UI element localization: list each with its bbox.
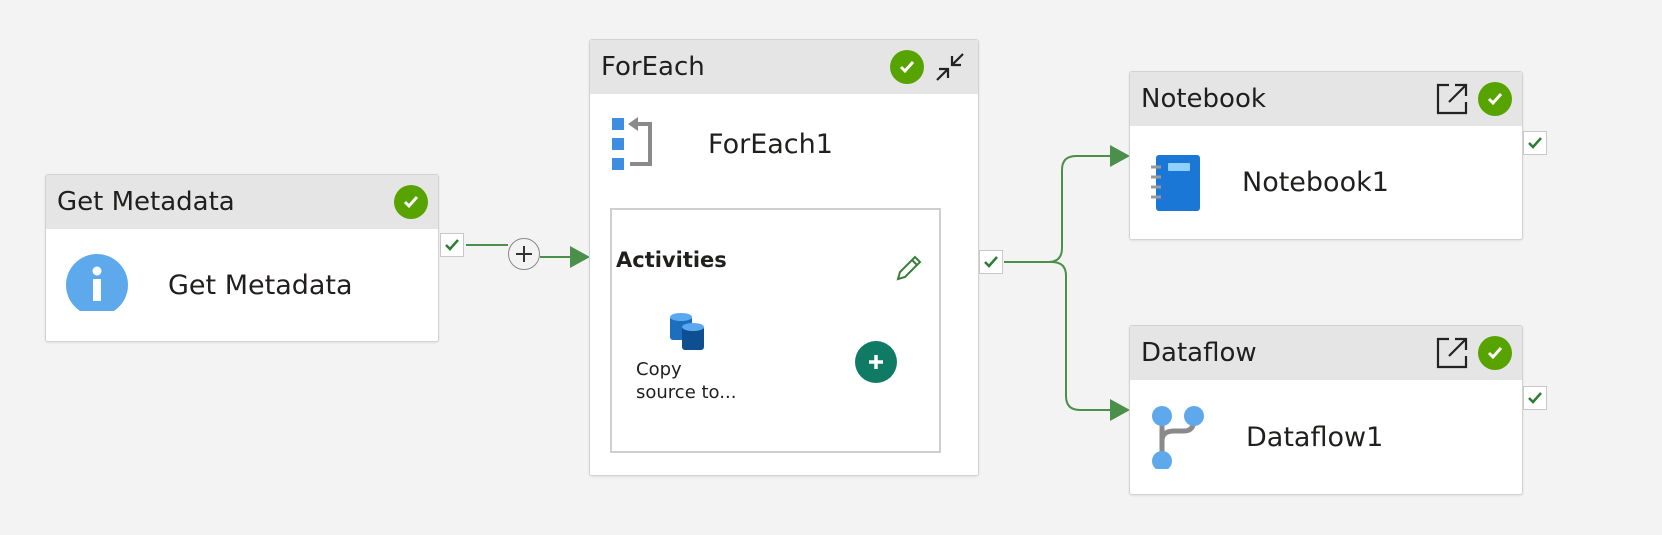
activity-notebook[interactable]: Notebook	[1129, 71, 1523, 240]
inner-activity-name-line1: Copy	[636, 359, 682, 380]
activity-dataflow[interactable]: Dataflow Dataflow1	[1129, 325, 1523, 495]
arrowhead-foreach	[570, 246, 590, 268]
connector-foreach-dataflow	[1004, 261, 1110, 411]
collapse-icon[interactable]	[932, 49, 968, 85]
arrowhead-dataflow	[1110, 399, 1130, 421]
foreach-loop-icon	[612, 117, 652, 170]
inner-activity-name-line2: source to...	[636, 382, 737, 403]
activity-name: ForEach1	[708, 128, 833, 160]
plus-icon	[869, 355, 883, 369]
arrowhead-notebook	[1110, 145, 1130, 167]
connector-foreach-notebook	[1004, 155, 1110, 263]
add-activity-button[interactable]	[855, 341, 897, 383]
notebook-icon	[1151, 154, 1200, 211]
activity-get-metadata[interactable]: Get Metadata Get Metadata	[45, 174, 439, 342]
activity-header: ForEach	[590, 40, 978, 94]
database-icon	[670, 313, 704, 350]
add-activity-node[interactable]	[508, 238, 540, 270]
activity-header-title: Get Metadata	[57, 187, 235, 217]
success-output-checkbox[interactable]	[1523, 131, 1547, 155]
success-check-icon	[1478, 336, 1512, 370]
activity-header-title: Dataflow	[1141, 338, 1257, 368]
dataflow-icon	[1152, 406, 1204, 469]
activities-label: Activities	[616, 248, 727, 272]
activity-name: Notebook1	[1242, 167, 1389, 198]
activities-container[interactable]: Activities Copy source	[610, 208, 941, 453]
open-external-icon[interactable]	[1434, 335, 1470, 371]
activity-name: Dataflow1	[1246, 421, 1384, 453]
activity-name: Get Metadata	[168, 269, 353, 301]
activity-header-title: ForEach	[601, 52, 705, 82]
success-check-icon	[890, 50, 924, 84]
success-output-checkbox[interactable]	[440, 233, 464, 257]
success-check-icon	[1478, 82, 1512, 116]
check-icon	[1528, 137, 1542, 149]
activity-body: Dataflow1	[1130, 380, 1522, 494]
success-output-checkbox[interactable]	[1523, 386, 1547, 410]
success-check-icon	[394, 185, 428, 219]
info-icon	[66, 254, 128, 311]
edit-pencil-icon[interactable]	[893, 252, 925, 284]
open-external-icon[interactable]	[1434, 81, 1470, 117]
activity-body: ForEach1	[590, 94, 978, 194]
activity-header-title: Notebook	[1141, 84, 1266, 114]
check-icon	[1528, 392, 1542, 404]
activity-header: Dataflow	[1130, 326, 1522, 380]
check-icon	[445, 239, 459, 251]
activity-header: Get Metadata	[46, 175, 438, 229]
plus-icon	[516, 246, 532, 262]
activity-body: Get Metadata	[46, 229, 438, 341]
success-output-checkbox[interactable]	[979, 250, 1003, 274]
activity-foreach[interactable]: ForEach ForEach1	[589, 39, 979, 476]
activity-header: Notebook	[1130, 72, 1522, 126]
check-icon	[984, 256, 998, 268]
activity-body: Notebook1	[1130, 126, 1522, 239]
